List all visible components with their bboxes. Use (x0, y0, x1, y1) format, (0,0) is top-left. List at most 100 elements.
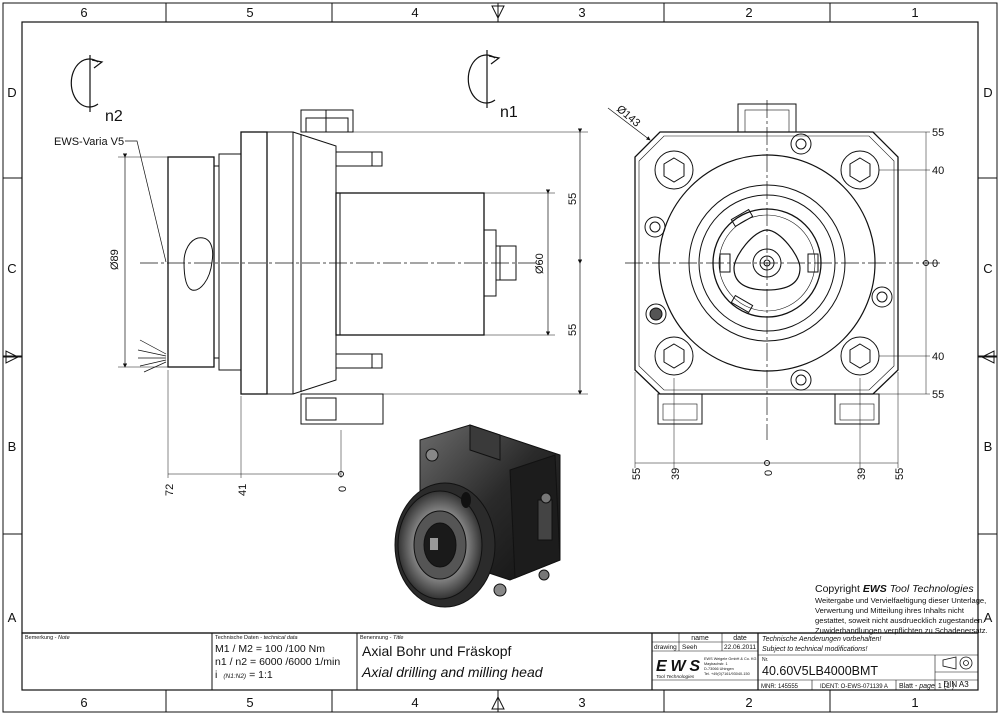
dim-72: 72 (164, 484, 176, 496)
col-label: 1 (911, 5, 918, 20)
centering-marks (3, 3, 997, 710)
ident: IDENT: O-EWS-071139 A (820, 684, 888, 690)
copyright-suffix: Tool Technologies (887, 583, 975, 595)
row-label: D (983, 85, 992, 100)
page-label-it: page (918, 683, 935, 690)
page-value: 1 (1 ) (938, 683, 954, 690)
col-date: date (733, 635, 747, 642)
change-notice-en: Subject to technical modifications! (762, 646, 867, 653)
tech-torque: M1 / M2 = 100 /100 Nm (215, 643, 325, 655)
page-label: Blatt - (899, 683, 919, 690)
dim-dia-60: Ø60 (534, 253, 546, 274)
tech-label: Technische Daten - (215, 635, 264, 641)
dim-55-bottom: 55 (567, 324, 579, 336)
company-line: Maybachstr. 1 (704, 662, 728, 666)
copyright-prefix: Copyright (815, 583, 863, 595)
col-label: 6 (80, 695, 87, 710)
dim-right-55-top: 55 (932, 127, 944, 139)
title-block-text: Bemerkung - Note Technische Daten - tech… (25, 635, 969, 690)
dim-41: 41 (237, 484, 249, 496)
row-label: D (7, 85, 16, 100)
col-label: 5 (246, 695, 253, 710)
company-line: Tel. +49(0)7161/93040-150 (704, 672, 750, 676)
dim-bottom-39-left: 39 (670, 468, 682, 480)
ews-logo: EWS (656, 658, 700, 675)
copyright-line: Verwertung und Mitteilung ihres Inhalts … (815, 606, 965, 615)
row-label: B (8, 439, 17, 454)
tech-label-it: technical data (264, 635, 298, 641)
side-view (118, 109, 588, 478)
col-name: name (691, 635, 709, 642)
name-label: Benennung - (360, 635, 393, 641)
dim-right-40-top: 40 (932, 165, 944, 177)
title-english: Axial drilling and milling head (361, 664, 544, 680)
dim-dia-89: Ø89 (109, 249, 121, 270)
nr-label: Nr. (762, 657, 768, 663)
front-view-labels: Ø143 55 40 0 40 55 55 39 0 39 55 (614, 103, 944, 480)
svg-text:Benennung - Title: Benennung - Title (360, 635, 403, 641)
rotation-symbol-n1 (467, 50, 501, 108)
part-number: 40.60V5LB4000BMT (762, 664, 878, 678)
dim-bottom-0: 0 (763, 470, 775, 476)
row-drawing: drawing (654, 644, 677, 651)
rotation-label-n2: n2 (105, 108, 123, 125)
col-label: 1 (911, 695, 918, 710)
company-line: EWS Weigele GmbH & Co. KG (704, 657, 757, 661)
tech-ratio-sub: (N1:N2) (223, 673, 246, 680)
name-label-it: Title (393, 635, 403, 641)
front-view (607, 100, 940, 468)
ews-logo-sub: Tool Technologies (656, 674, 695, 680)
mnr: MNR: 145555 (761, 684, 799, 690)
copyright-brand: EWS (863, 583, 887, 595)
col-label: 2 (745, 5, 752, 20)
dim-dia-143: Ø143 (614, 103, 642, 129)
isometric-render (394, 424, 561, 608)
tech-ratio-val: = 1:1 (249, 669, 273, 681)
dim-bottom-55-right: 55 (894, 468, 906, 480)
tech-speed: n1 / n2 = 6000 /6000 1/min (215, 656, 340, 668)
row-label: B (984, 439, 993, 454)
col-label: 3 (578, 695, 585, 710)
row-date: 22.06.2011 (724, 644, 756, 651)
row-label: A (984, 610, 993, 625)
copyright-line: Weitergabe und Vervielfaeltigung dieser … (815, 596, 986, 605)
title-german: Axial Bohr und Fräskopf (362, 643, 512, 659)
dim-55-top: 55 (567, 193, 579, 205)
col-label: 4 (411, 695, 418, 710)
col-label: 4 (411, 5, 418, 20)
dim-right-40-bottom: 40 (932, 351, 944, 363)
remark-label: Bemerkung - (25, 635, 58, 641)
dim-right-55-bottom: 55 (932, 389, 944, 401)
company-line: D-73066 Uhingen (704, 667, 734, 671)
row-label: A (8, 610, 17, 625)
row-label: C (7, 261, 16, 276)
copyright-line: Zuwiderhandlungen verpflichten zu Schade… (815, 626, 988, 635)
dim-right-0: 0 (932, 258, 938, 270)
svg-text:i(N1:N2)= 1:1: i (N1:N2)= 1:1 (215, 669, 273, 681)
copyright-notice: Copyright EWS Tool Technologies Weiterga… (815, 583, 988, 635)
col-label: 2 (745, 695, 752, 710)
copyright-line: gestattet, soweit nicht ausdruecklich zu… (815, 616, 984, 625)
col-label: 6 (80, 5, 87, 20)
svg-text:Bemerkung - Note: Bemerkung - Note (25, 635, 70, 641)
title-block (21, 632, 979, 691)
change-notice-de: Technische Aenderungen vorbehalten! (762, 636, 881, 643)
dim-0: 0 (337, 486, 349, 492)
grid-labels: 6 5 4 3 2 1 6 5 4 3 2 1 D C B A D C B A (7, 5, 992, 710)
rotation-symbol-n2 (70, 55, 104, 112)
side-view-labels: EWS-Varia V5 Ø89 Ø60 55 55 72 41 0 (54, 136, 579, 496)
remark-label-it: Note (58, 635, 70, 641)
col-label: 5 (246, 5, 253, 20)
rotation-label-n1: n1 (500, 104, 518, 121)
dim-bottom-55-left: 55 (631, 468, 643, 480)
callout-varia: EWS-Varia V5 (54, 136, 124, 148)
col-label: 3 (578, 5, 585, 20)
row-name: Seeh (682, 644, 698, 651)
svg-text:Technische Daten - technical d: Technische Daten - technical data (215, 635, 298, 641)
svg-text:Copyright EWS Tool Technologie: Copyright EWS Tool Technologies (815, 583, 974, 595)
row-label: C (983, 261, 992, 276)
dim-bottom-39-right: 39 (856, 468, 868, 480)
tech-ratio-i: i (215, 669, 217, 681)
